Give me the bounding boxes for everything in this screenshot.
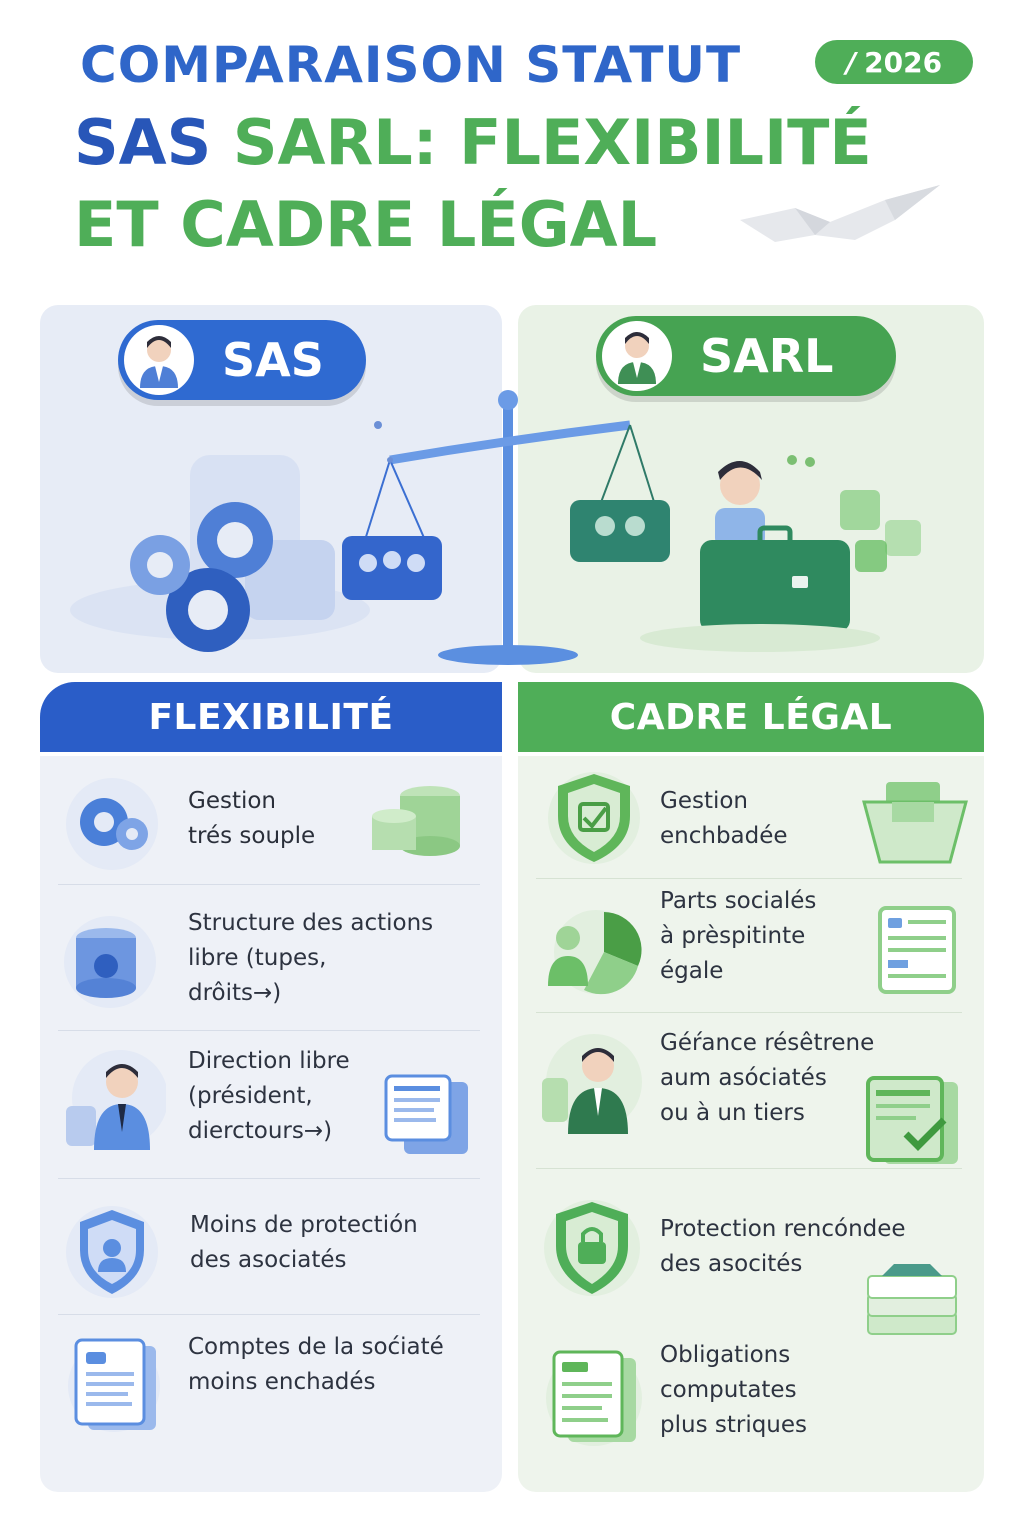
- sarl-label: SARL: [700, 329, 834, 383]
- title-sarl: SARL: FLEXIBILITÉ: [232, 106, 872, 179]
- divider: [58, 1030, 480, 1031]
- gears-icon: [66, 778, 158, 870]
- coins-icon: [372, 786, 460, 856]
- divider: [58, 884, 480, 885]
- divider: [536, 1012, 962, 1013]
- document-icon: [68, 1338, 160, 1432]
- manager-icon: [542, 1034, 642, 1134]
- documents-icon: [384, 1074, 468, 1154]
- gear-icon: [130, 502, 273, 652]
- title-line-3: ET CADRE LÉGAL: [74, 188, 658, 261]
- title-line-2: SAS SARL: FLEXIBILITÉ: [74, 106, 872, 179]
- shield-lock-icon: [544, 1200, 640, 1296]
- title-line-1: COMPARAISON STATUT: [80, 36, 742, 94]
- year-text: 2026: [864, 45, 943, 79]
- sas-label-pill: SAS: [118, 320, 366, 400]
- pie-people-icon: [548, 910, 642, 995]
- item-text-moins-protection: Moins de protectión des asociatés: [190, 1212, 418, 1273]
- year-badge: / 2026: [815, 40, 973, 84]
- businessman-icon: [66, 1050, 166, 1150]
- coin-stack-icon: [64, 916, 156, 1008]
- item-text-gestion-encadree: Gestion enchbadée: [660, 788, 788, 849]
- item-text-obligations: Obligations computates plus striques: [660, 1342, 808, 1438]
- shield-icon: [66, 1206, 158, 1298]
- item-text-direction-libre: Direction libre (président, dierctours→): [188, 1048, 350, 1144]
- report-icon: [546, 1350, 642, 1446]
- check-slash-icon: /: [845, 45, 857, 79]
- item-text-comptes-societe: Comptes de la soćiaté moins enchadés: [188, 1334, 444, 1395]
- shield-check-icon: [548, 772, 640, 864]
- box-icon: [862, 782, 968, 864]
- balance-scale-illustration: [70, 390, 921, 665]
- section-flexibilite: FLEXIBILITÉ: [40, 682, 502, 752]
- divider: [58, 1314, 480, 1315]
- divider: [536, 1168, 962, 1169]
- paper-plane-icon: [740, 185, 940, 242]
- item-text-protection-renforcee: Protection rencóndee des asocités: [660, 1216, 906, 1277]
- manager-avatar-icon: [602, 321, 672, 391]
- item-text-gestion-souple: Gestion trés souple: [188, 788, 316, 849]
- item-text-parts-sociales: Parts socialés à prèspitinte égale: [660, 888, 817, 984]
- title-sas: SAS: [74, 106, 212, 179]
- section-cadre-legal: CADRE LÉGAL: [518, 682, 984, 752]
- clipboard-check-icon: [866, 1076, 958, 1164]
- sas-label: SAS: [222, 333, 324, 387]
- stack-icon: [867, 1264, 957, 1335]
- item-text-structure-actions: Structure des actions libre (tupes, drôi…: [188, 910, 434, 1006]
- sarl-label-pill: SARL: [596, 316, 896, 396]
- divider: [536, 878, 962, 879]
- checklist-icon: [878, 906, 956, 994]
- divider: [58, 1178, 480, 1179]
- businessman-avatar-icon: [124, 325, 194, 395]
- item-text-gerance: Géŕance résêtrene aum asóciatés ou à un …: [660, 1030, 875, 1126]
